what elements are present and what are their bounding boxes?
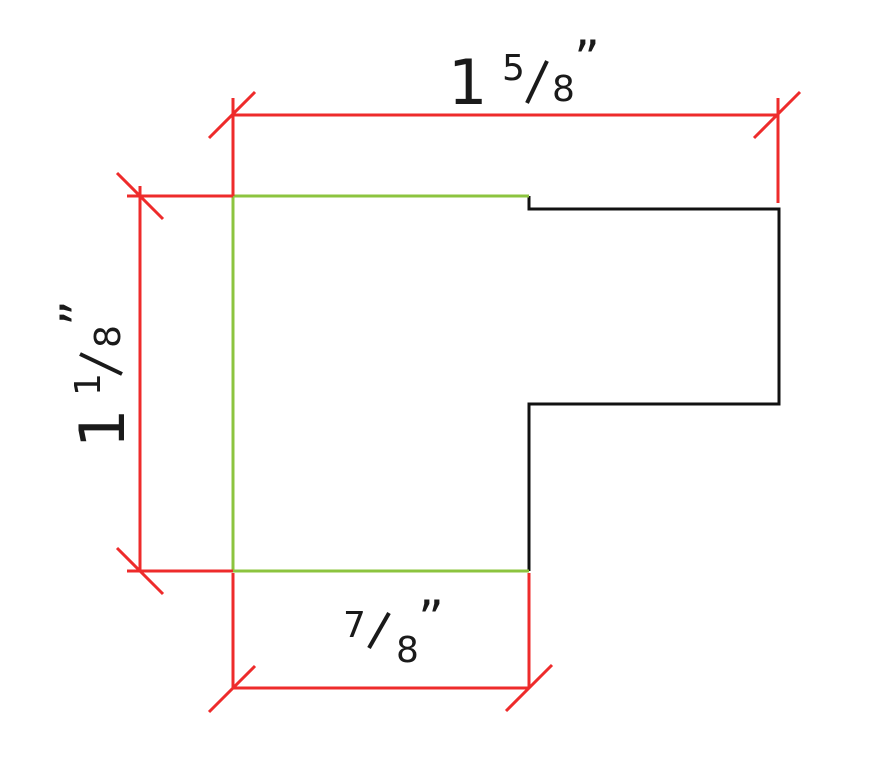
top-dimension-numerator: 5 (502, 48, 525, 89)
bottom-dimension-unit: ” (418, 590, 444, 648)
left-dimension-denominator: 8 (88, 325, 129, 348)
left-tick-top (115, 171, 165, 221)
left-dimension-label: 1 1 8 ” (50, 300, 139, 448)
top-dimension-label: 1 5 8 ” (448, 30, 600, 119)
bottom-tick-right (504, 663, 554, 713)
top-tick-left (207, 90, 257, 140)
top-dimension-fraction-slash (525, 60, 549, 104)
bottom-tick-left (207, 664, 257, 714)
top-dimension-whole: 1 (448, 46, 487, 119)
bottom-dimension-denominator: 8 (396, 630, 419, 671)
profile-outline (527, 196, 781, 571)
left-dimension (115, 171, 233, 596)
left-dimension-unit: ” (50, 300, 108, 326)
left-dimension-fraction-slash (79, 352, 123, 376)
top-dimension-unit: ” (574, 30, 600, 88)
bottom-dimension-numerator: 7 (343, 605, 366, 646)
bottom-dimension-label: 7 8 ” (343, 590, 444, 671)
top-tick-right (752, 90, 802, 140)
left-dimension-numerator: 1 (68, 373, 109, 396)
left-dimension-whole: 1 (66, 409, 139, 448)
top-dimension-denominator: 8 (552, 69, 575, 110)
highlighted-region-edge (231, 194, 529, 573)
bottom-dimension-fraction-slash (367, 612, 391, 649)
bottom-dimension (207, 573, 554, 714)
top-dimension (207, 90, 802, 203)
left-tick-bottom (115, 546, 165, 596)
